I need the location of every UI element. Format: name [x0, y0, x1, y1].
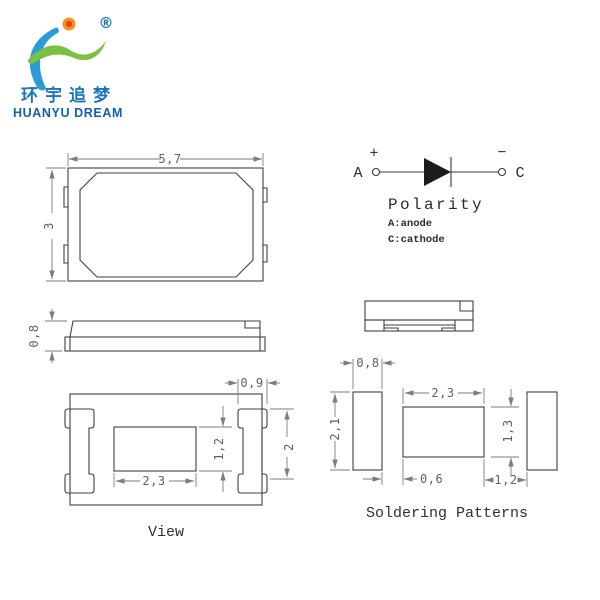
logo-swoosh-icon	[29, 27, 59, 91]
logo-chinese-name: 环宇追梦	[21, 85, 117, 106]
polarity-diagram: A + − C Polarity A:anode C:cathode	[353, 144, 524, 246]
dimension-height: 3	[42, 167, 66, 282]
plus-sign: +	[370, 145, 378, 161]
dimension-solder-pad-width: 0,8	[340, 356, 395, 389]
svg-text:2,1: 2,1	[328, 417, 342, 440]
solder-pad-center	[402, 406, 485, 458]
led-emitting-area	[79, 172, 254, 278]
svg-text:0,8: 0,8	[27, 324, 41, 347]
svg-text:2: 2	[282, 443, 296, 451]
soldering-pattern-drawing: 0,8 2,1 2,3 1,3	[328, 356, 558, 522]
svg-text:2,3: 2,3	[142, 474, 165, 488]
polarity-title: Polarity	[388, 196, 484, 214]
svg-text:2,3: 2,3	[431, 386, 454, 400]
lead-step	[441, 327, 455, 331]
logo-sun-core-icon	[65, 20, 73, 28]
side-notch	[263, 244, 268, 263]
solder-pad-right	[526, 391, 558, 471]
svg-text:1,2: 1,2	[212, 437, 226, 460]
solder-pad-left	[352, 391, 383, 471]
end-view-drawing	[364, 300, 474, 332]
end-cathode-notch	[459, 301, 473, 312]
thermal-pad-outline	[113, 426, 197, 472]
logo-wave-icon	[27, 41, 106, 64]
dimension-solder-pad-height: 2,1	[328, 391, 350, 471]
anode-note: A:anode	[388, 218, 432, 230]
cathode-mark-notch	[244, 321, 260, 329]
dimension-solder-gap-right: 1,2	[483, 459, 528, 487]
top-view-drawing: 5,7 3	[42, 152, 268, 282]
svg-text:3: 3	[42, 222, 56, 230]
diode-symbol-icon	[424, 158, 451, 186]
led-body-outline	[67, 167, 264, 282]
dimension-thermal-height: 1,2	[199, 406, 232, 492]
side-notch	[263, 187, 268, 203]
side-view-drawing: 0,8	[27, 309, 266, 363]
svg-text:0,6: 0,6	[420, 472, 443, 486]
anode-terminal-icon	[371, 167, 381, 177]
left-pad-outline	[64, 408, 95, 494]
svg-text:1,2: 1,2	[494, 473, 517, 487]
dimension-solder-center-height: 1,3	[491, 389, 519, 476]
logo-english-name: HUANYU DREAM	[13, 106, 123, 120]
svg-text:0,9: 0,9	[240, 376, 263, 390]
dimension-pad-width: 0,9	[225, 376, 280, 404]
svg-text:1,3: 1,3	[501, 419, 515, 442]
right-pad-outline	[237, 408, 268, 494]
cathode-terminal-icon	[497, 167, 507, 177]
side-body-outline	[69, 320, 261, 338]
lead-step	[384, 327, 399, 331]
registered-trademark: ®	[99, 14, 114, 32]
bottom-body-outline	[69, 393, 263, 506]
dimension-thermal-width: 2,3	[113, 473, 197, 488]
dimension-thickness: 0,8	[27, 309, 67, 363]
dimension-pad-height: 2	[270, 408, 296, 480]
bottom-view-drawing: 0,9 1,2 2 2,3 View	[64, 376, 296, 541]
cathode-note: C:cathode	[388, 234, 445, 246]
cathode-terminal-label: C	[515, 165, 524, 182]
end-body-outline	[364, 300, 474, 321]
svg-text:0,8: 0,8	[356, 356, 379, 370]
anode-terminal-label: A	[353, 165, 362, 182]
dimension-solder-gap-left: 0,6	[363, 459, 443, 486]
dimension-width: 5,7	[67, 152, 264, 166]
bottom-view-label: View	[148, 524, 184, 541]
side-notch	[63, 186, 68, 208]
soldering-patterns-label: Soldering Patterns	[366, 505, 528, 522]
end-lead-strip	[364, 319, 474, 332]
company-logo: ® 环宇追梦 HUANYU DREAM	[13, 14, 123, 120]
lead-strip-outline	[64, 336, 266, 352]
dimension-solder-center-width: 2,3	[402, 386, 485, 404]
svg-text:5,7: 5,7	[158, 152, 181, 166]
minus-sign: −	[498, 144, 506, 160]
side-notch	[63, 244, 68, 264]
